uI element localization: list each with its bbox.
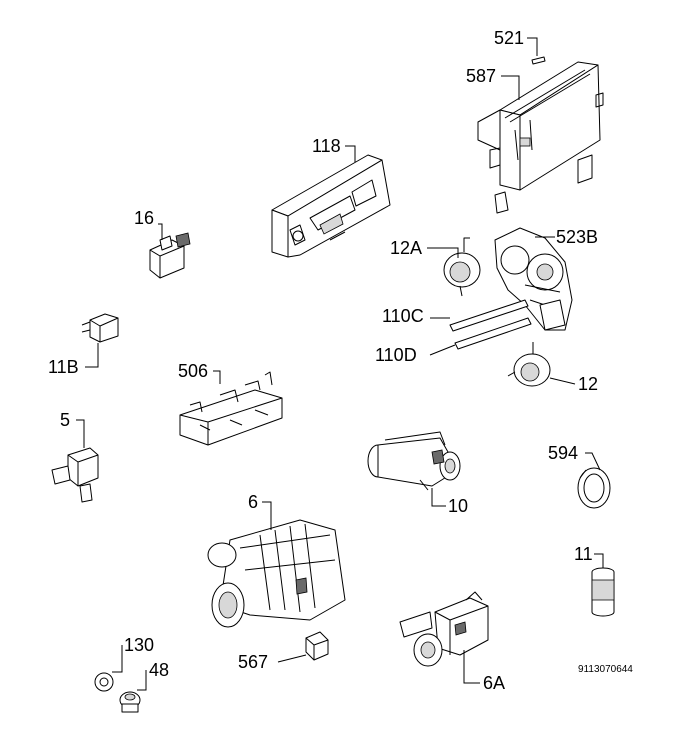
part-10-heater-housing: 10 xyxy=(367,431,468,516)
callout-11b: 11B xyxy=(48,357,79,377)
callout-521: 521 xyxy=(494,28,524,48)
callout-587: 587 xyxy=(466,66,496,86)
part-16-switch: 16 xyxy=(134,208,191,279)
part-12a-pressure-switch: 12A xyxy=(390,237,481,297)
callout-48: 48 xyxy=(149,660,169,680)
part-506-heater-block: 506 xyxy=(178,361,283,446)
part-130-seal: 130 xyxy=(94,635,154,692)
part-11b-relay: 11B xyxy=(48,313,119,377)
callout-506: 506 xyxy=(178,361,208,381)
callout-12a: 12A xyxy=(390,238,422,258)
callout-130: 130 xyxy=(124,635,154,655)
part-587-control-module: 587 xyxy=(466,61,604,214)
part-5-valve: 5 xyxy=(51,410,99,503)
callout-6a: 6A xyxy=(483,673,505,693)
part-110c-110d-rods: 110C 110D xyxy=(375,299,532,365)
part-11-capacitor: 11 xyxy=(574,544,615,617)
part-6-pump-motor: 6 xyxy=(207,492,346,628)
part-567-clip: 567 xyxy=(238,631,329,672)
part-12-pressure-switch: 12 xyxy=(507,342,598,394)
callout-594: 594 xyxy=(548,443,578,463)
callout-5: 5 xyxy=(60,410,70,430)
drawing-code: 9113070644 xyxy=(578,664,633,675)
part-6a-drain-pump: 6A xyxy=(399,591,505,693)
callout-10: 10 xyxy=(448,496,468,516)
part-521-clip: 521 xyxy=(494,28,546,65)
part-48-plug: 48 xyxy=(119,660,169,713)
callout-118: 118 xyxy=(312,136,341,156)
callout-16: 16 xyxy=(134,208,154,228)
part-594-seal-ring: 594 xyxy=(548,443,611,509)
callout-110d: 110D xyxy=(375,345,417,365)
callout-567: 567 xyxy=(238,652,268,672)
callout-523b: 523B xyxy=(556,227,598,247)
callout-110c: 110C xyxy=(382,306,424,326)
callout-11: 11 xyxy=(574,544,593,564)
part-523b-bracket: 523B xyxy=(494,227,598,331)
callout-12: 12 xyxy=(578,374,598,394)
callout-6: 6 xyxy=(248,492,258,512)
part-118-dispenser: 118 xyxy=(271,136,391,258)
